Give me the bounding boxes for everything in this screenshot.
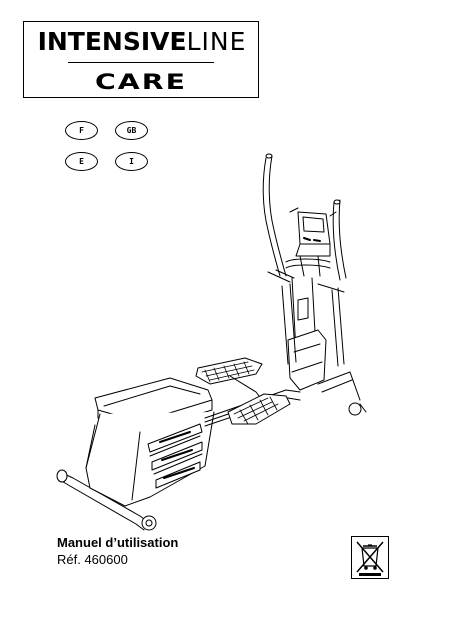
brand-logo-box: INTENSIVELINE CARE [23, 21, 259, 98]
language-button-f[interactable]: F [65, 121, 98, 140]
brand-name-light: LINE [186, 27, 247, 56]
manual-title: Manuel d’utilisation [57, 535, 179, 550]
brand-sub-logo: CARE [94, 70, 188, 94]
brand-name-bold: INTENSIVE [37, 27, 187, 56]
crossed-out-wheelie-bin-icon [351, 536, 389, 579]
language-button-e[interactable]: E [65, 152, 98, 171]
manual-reference: Réf. 460600 [57, 552, 128, 567]
brand-divider [68, 62, 214, 63]
language-button-gb[interactable]: GB [115, 121, 148, 140]
brand-name: INTENSIVELINE [31, 28, 253, 56]
language-button-i[interactable]: I [115, 152, 148, 171]
